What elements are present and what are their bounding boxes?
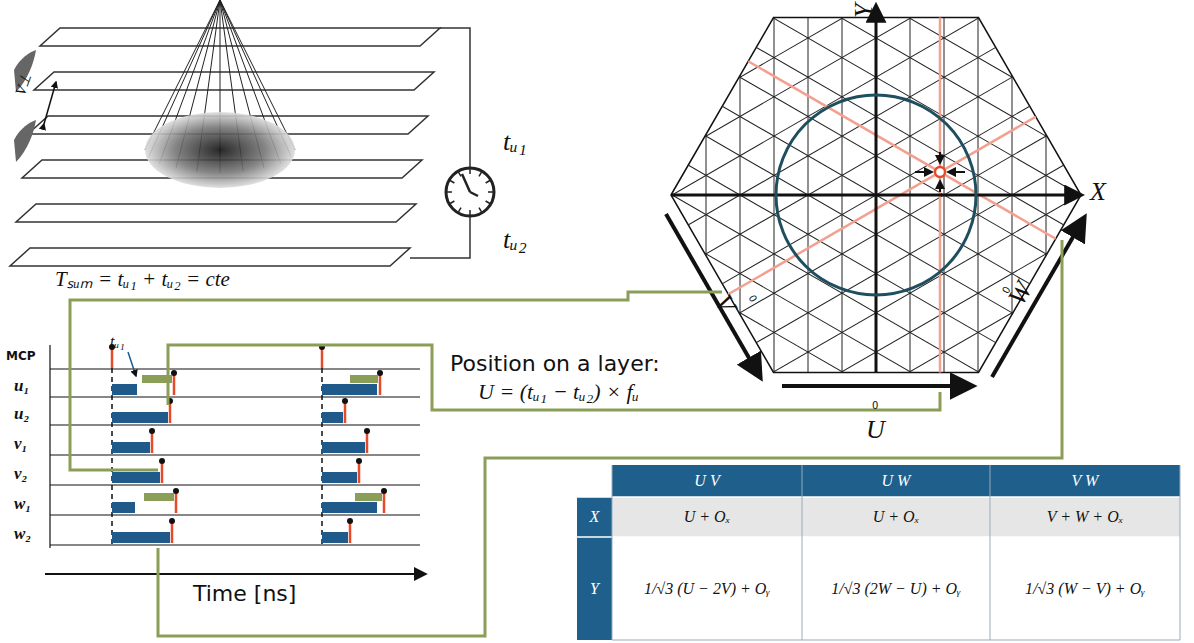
table-cell: X bbox=[577, 497, 612, 537]
circle bbox=[776, 95, 976, 295]
table-cell: 1/√3 (2W − U) + Oᵧ bbox=[802, 537, 990, 640]
time-axis bbox=[45, 573, 425, 575]
formula: Tₛᵤₘ = tᵤ₁ + tᵤ₂ = cte bbox=[55, 268, 230, 291]
spread-arrow bbox=[44, 82, 56, 124]
axis-label: Y bbox=[850, 4, 879, 18]
table-cell: V W bbox=[990, 465, 1180, 497]
row-name: v₁ bbox=[14, 435, 27, 454]
row-name: w₂ bbox=[14, 525, 31, 544]
clock bbox=[446, 168, 494, 216]
y-axis bbox=[875, 6, 878, 372]
row-name: v₂ bbox=[14, 465, 27, 484]
axis-label: X bbox=[1090, 178, 1106, 207]
axis-label: U bbox=[866, 416, 885, 445]
grid bbox=[406, 0, 1194, 604]
row-name: w₁ bbox=[14, 495, 31, 514]
table-cell: U + Oₓ bbox=[612, 497, 802, 537]
signal-time: tᵤ₁ bbox=[503, 128, 527, 157]
clock-hands bbox=[462, 174, 478, 196]
row-name: u₂ bbox=[14, 405, 29, 424]
charge-cloud bbox=[145, 112, 295, 188]
table-cell: 1/√3 (U − 2V) + Oᵧ bbox=[612, 537, 802, 640]
note: Position on a layer: bbox=[450, 352, 660, 376]
table-cell: Y bbox=[577, 537, 612, 640]
converge-arrows bbox=[915, 152, 965, 192]
leader bbox=[128, 352, 136, 376]
table bbox=[577, 465, 1180, 640]
table-cell: U + Oₓ bbox=[802, 497, 990, 537]
signal-time: tᵤ₂ bbox=[503, 226, 527, 255]
formula: U = (tᵤ₁ − tᵤ₂) × fᵤ bbox=[478, 380, 639, 404]
wire bbox=[410, 28, 470, 258]
signal-time: tᵤ₁ bbox=[110, 333, 125, 351]
table-cell: V + W + Oₓ bbox=[990, 497, 1180, 537]
clock-ticks bbox=[447, 169, 493, 215]
layer-arrows bbox=[666, 214, 1084, 386]
pulse-shape bbox=[14, 120, 36, 162]
origin-mark: 0 bbox=[872, 400, 878, 411]
timing-diagram bbox=[50, 344, 420, 548]
row-name: MCP bbox=[6, 350, 36, 363]
hit-point bbox=[935, 167, 945, 177]
wire-layers bbox=[10, 28, 440, 266]
table-cell: U W bbox=[802, 465, 990, 497]
table-cell: U V bbox=[612, 465, 802, 497]
red-lines bbox=[699, 0, 1181, 450]
row-name: u₁ bbox=[14, 377, 29, 396]
axis-label: Time [ns] bbox=[193, 582, 296, 606]
table-cell: 1/√3 (W − V) + Oᵧ bbox=[990, 537, 1180, 640]
